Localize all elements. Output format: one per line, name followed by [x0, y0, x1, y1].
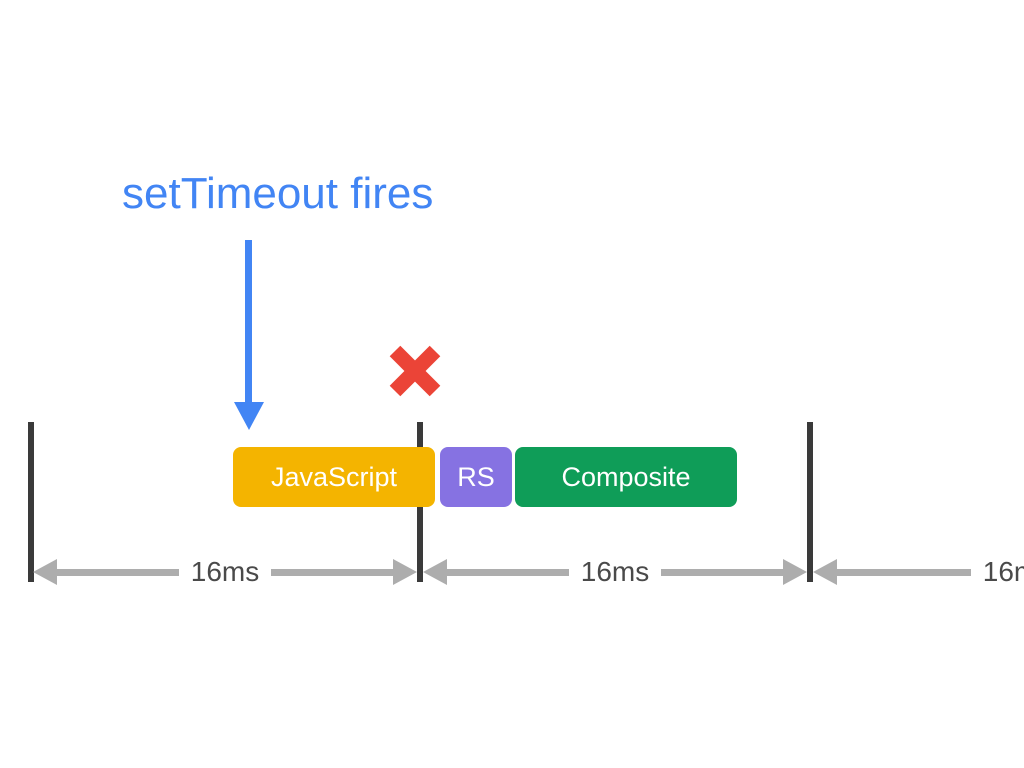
- span-duration-label: 16ms: [580, 556, 650, 587]
- span-line: [57, 568, 179, 576]
- missed-frame-x-icon: [389, 345, 441, 397]
- span-line: [271, 568, 393, 576]
- span-line: [447, 568, 569, 576]
- task-javascript: JavaScript: [233, 447, 435, 507]
- down-arrow-icon: [234, 402, 264, 430]
- settimeout-fires-label: setTimeout fires: [122, 169, 434, 218]
- task-composite: Composite: [515, 447, 737, 507]
- down-arrow-shaft: [245, 240, 252, 404]
- span-line: [661, 568, 783, 576]
- frame-boundary-3: [807, 422, 813, 582]
- arrowhead-left-icon: [813, 559, 837, 585]
- frame-span-3: 16ms: [813, 556, 1024, 587]
- span-line: [837, 568, 971, 576]
- arrowhead-right-icon: [393, 559, 417, 585]
- task-render-steps: RS: [440, 447, 512, 507]
- arrowhead-left-icon: [423, 559, 447, 585]
- span-duration-label: 16ms: [982, 556, 1024, 587]
- span-duration-label: 16ms: [190, 556, 260, 587]
- frame-boundary-1: [28, 422, 34, 582]
- frame-span-2: 16ms: [423, 556, 807, 587]
- arrowhead-right-icon: [783, 559, 807, 585]
- arrowhead-left-icon: [33, 559, 57, 585]
- frame-span-1: 16ms: [33, 556, 417, 587]
